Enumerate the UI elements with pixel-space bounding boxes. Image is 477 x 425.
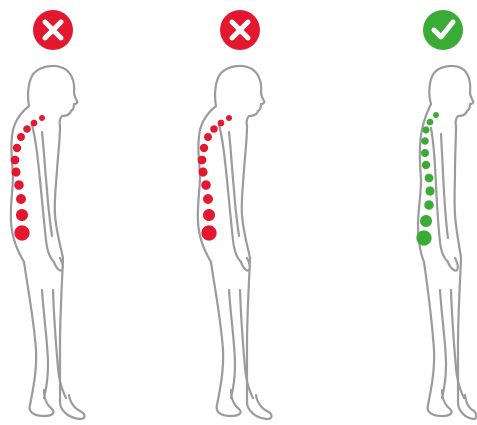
body-outline-2 (198, 66, 272, 419)
vertebra-dot (16, 194, 26, 204)
vertebra-dot (17, 133, 25, 141)
vertebra-dot (201, 180, 211, 190)
vertebra-dot (425, 186, 434, 195)
vertebra-dot (11, 167, 20, 176)
vertebra-dot (425, 174, 434, 183)
vertebra-dot (23, 125, 31, 133)
check-badge (423, 10, 463, 50)
vertebra-dot (420, 215, 432, 227)
vertebra-dot (13, 144, 21, 152)
body-outline-1 (11, 66, 85, 419)
vertebra-dot (201, 225, 216, 240)
vertebra-dot (31, 120, 38, 127)
cross-badge-1 (33, 10, 73, 50)
posture-figure-2 (198, 10, 272, 419)
vertebra-dot (14, 180, 24, 190)
vertebra-dot (424, 200, 434, 210)
vertebra-dot (198, 167, 207, 176)
vertebra-dot (422, 126, 429, 133)
vertebra-dot (433, 112, 439, 118)
cross-badge-2 (220, 10, 260, 50)
vertebra-dot (204, 133, 212, 141)
vertebra-dot (218, 120, 225, 127)
vertebra-dot (39, 115, 45, 121)
vertebra-dot (427, 119, 434, 126)
vertebra-dot (421, 137, 429, 145)
vertebra-dot (416, 230, 431, 245)
vertebra-dot (421, 149, 429, 157)
posture-figure-1 (11, 10, 85, 419)
vertebra-dot (11, 156, 20, 165)
vertebra-dot (198, 156, 207, 165)
badge-circle (423, 10, 463, 50)
vertebra-dot (210, 125, 218, 133)
vertebra-dot (14, 225, 29, 240)
vertebra-dot (16, 209, 28, 221)
vertebra-dot (200, 144, 208, 152)
vertebra-dot (226, 115, 232, 121)
vertebra-dot (203, 209, 215, 221)
posture-figure-3 (416, 10, 476, 419)
vertebra-dot (422, 161, 430, 169)
vertebra-dot (203, 194, 213, 204)
